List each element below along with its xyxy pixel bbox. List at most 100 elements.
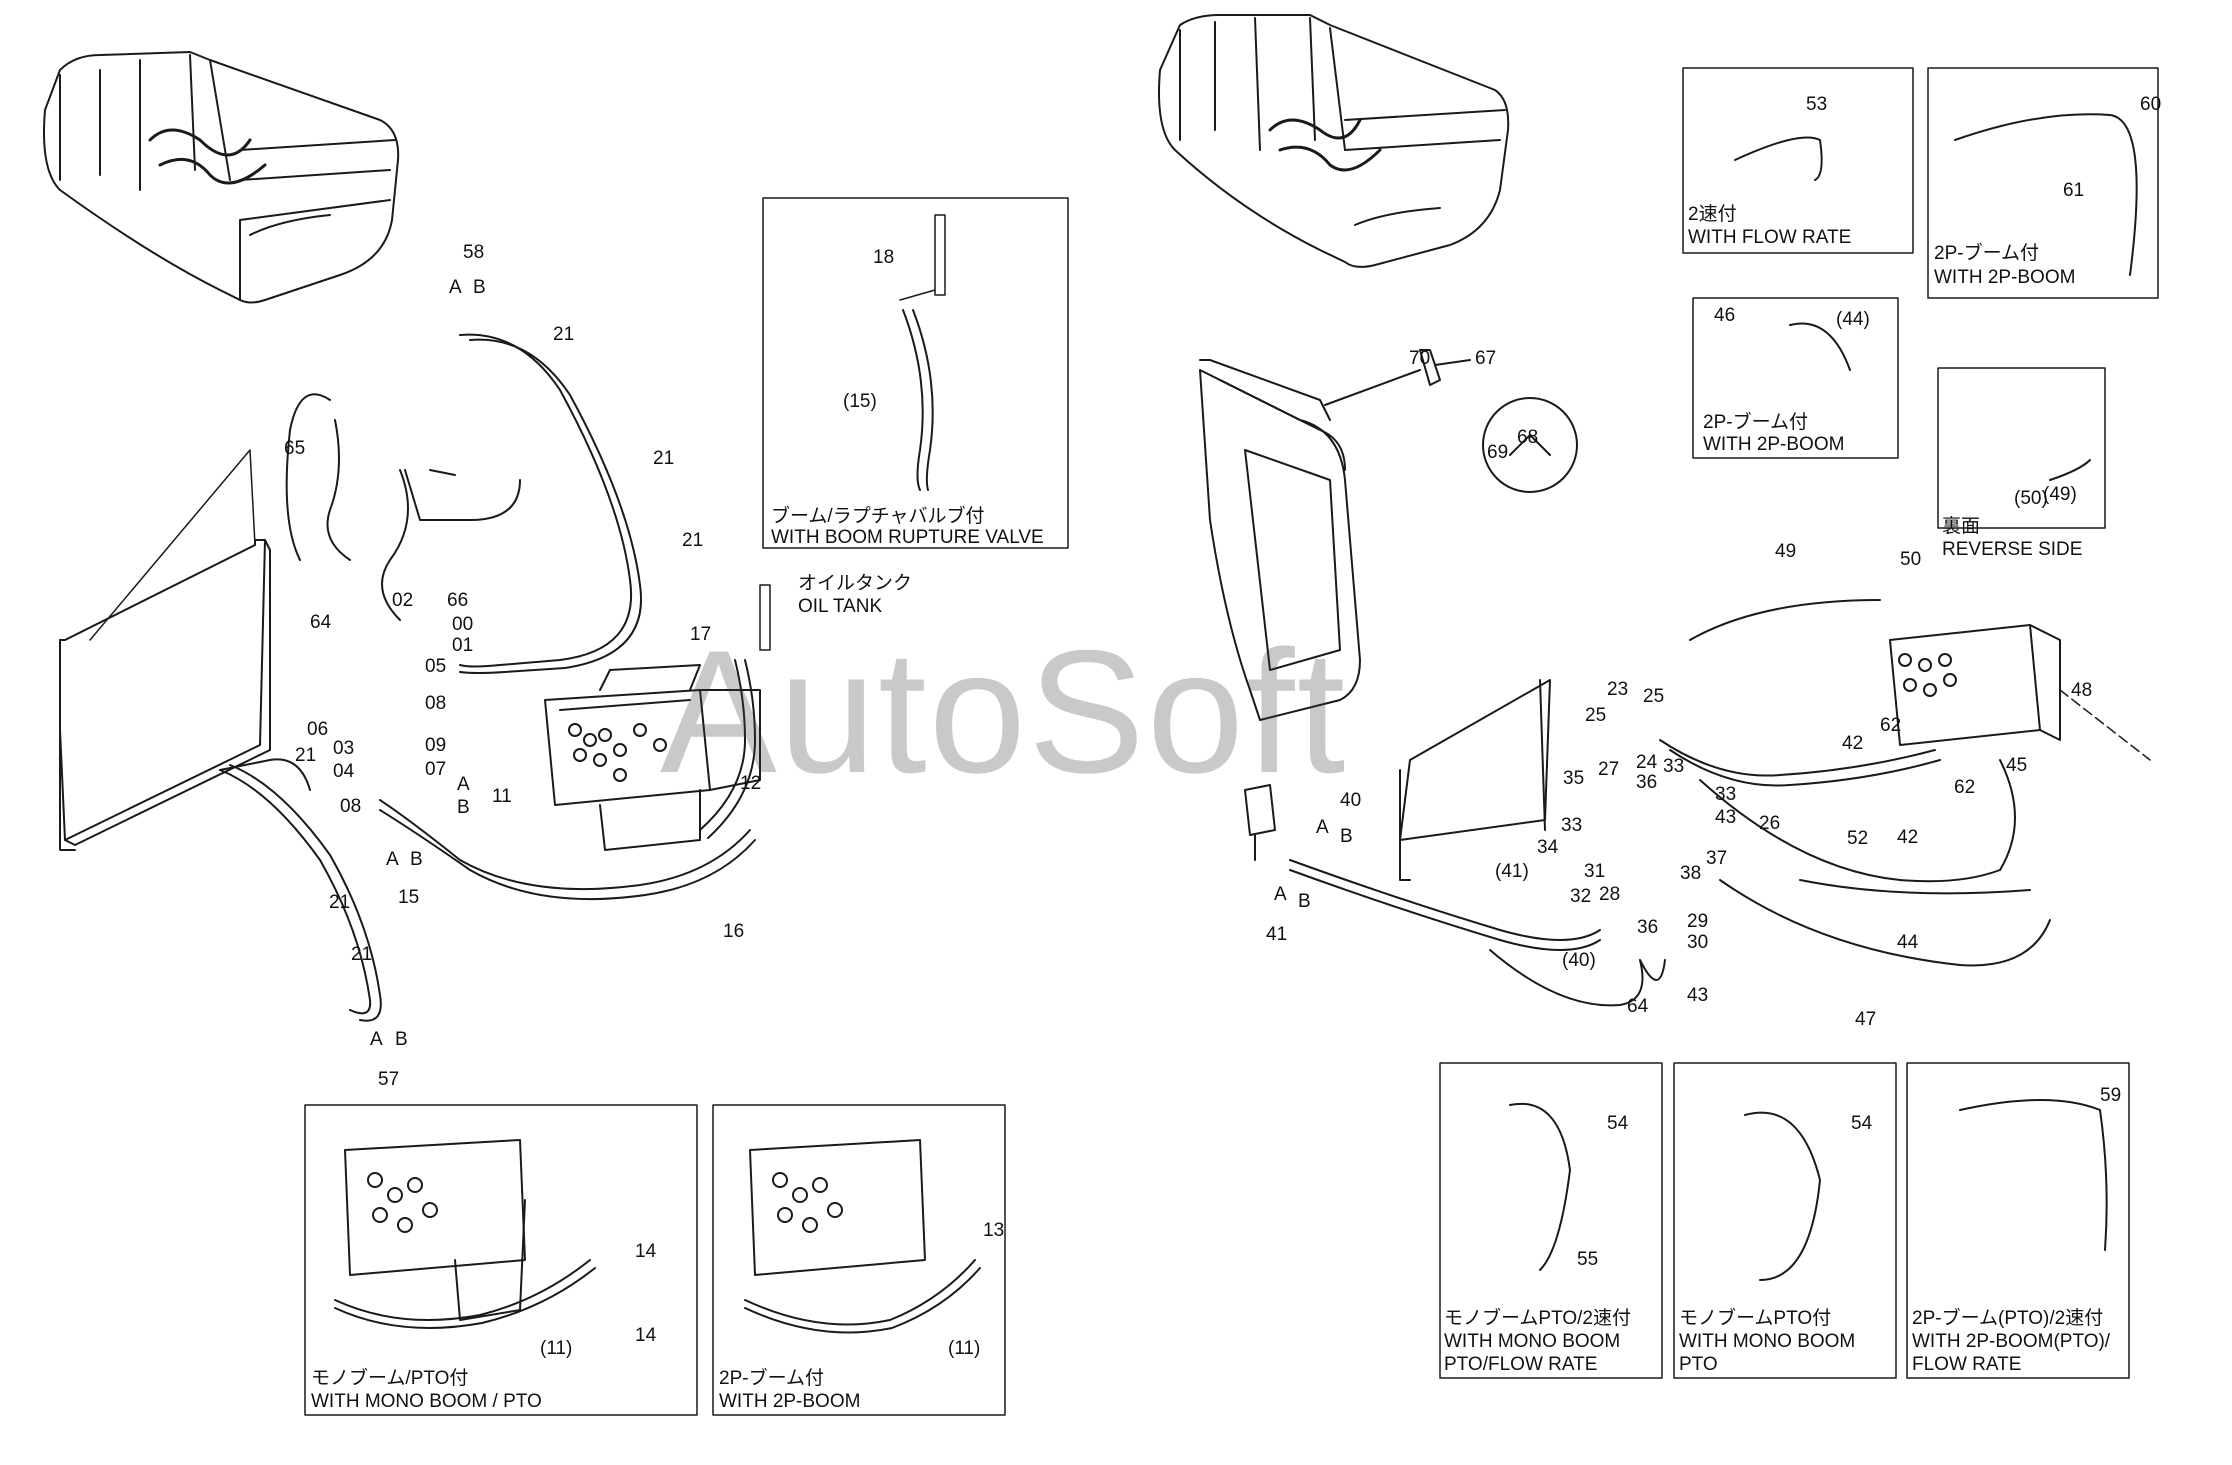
part-label: 68 [1517,427,1539,448]
part-label: 08 [425,693,447,714]
part-label: 29 [1687,911,1709,932]
part-label: 66 [447,590,469,611]
part-label: 26 [1759,813,1781,834]
part-label: 50 [1900,549,1922,570]
part-label: 07 [425,759,447,780]
part-label: 59 [2100,1085,2122,1106]
part-label: B [473,277,486,298]
part-label: 03 [333,738,355,759]
caption-mono-pto-flow-jp: モノブームPTO/2速付 [1444,1308,1631,1329]
part-label: 18 [873,247,895,268]
pilot-valve-right [1244,784,1276,861]
part-label: 31 [1584,861,1606,882]
inset-hoses [1509,113,2138,1281]
part-label: 24 [1636,752,1658,773]
cab-frame-right [1199,359,1421,721]
pilot-hoses-left [285,393,521,621]
part-label: 69 [1487,442,1509,463]
caption-2p-boom-c-en: WITH 2P-BOOM [1703,434,1845,455]
part-label: 21 [295,745,317,766]
inset-2p-boom [712,1104,1006,1416]
inset-2p-boom-pto-flow [1906,1062,2130,1379]
part-label: 52 [1847,828,1869,849]
part-label: 33 [1561,815,1583,836]
part-label: 16 [723,921,745,942]
caption-mono-pto2-en1: WITH MONO BOOM [1679,1331,1856,1352]
inset-mono-pto-flow [1439,1062,1663,1379]
caption-mono-pto-en: WITH MONO BOOM / PTO [311,1391,542,1412]
inset-mono-pto [1673,1062,1897,1379]
control-valve-left [544,664,761,851]
part-label: (44) [1836,309,1870,330]
part-label: 06 [307,719,329,740]
part-label: 30 [1687,932,1709,953]
part-label: 33 [1663,756,1685,777]
caption-flow-rate-jp: 2速付 [1688,204,1737,225]
caption-2p-boom-en: WITH 2P-BOOM [719,1391,861,1412]
part-label: 57 [378,1069,400,1090]
caption-boom-rupture-jp: ブーム/ラプチャバルブ付 [771,506,985,527]
part-label: 54 [1607,1113,1629,1134]
watermark: AutoSoft [660,615,1348,810]
part-label: 36 [1636,772,1658,793]
part-label: 21 [553,324,575,345]
part-label: 48 [2071,680,2093,701]
caption-oil-tank-jp: オイルタンク [798,573,913,594]
part-label: 05 [425,656,447,677]
part-label: A [1274,884,1287,905]
part-label: (40) [1562,950,1596,971]
caption-2p-boom-b-jp: 2P-ブーム付 [1934,243,2039,264]
part-label: 28 [1599,884,1621,905]
part-label: (50) [2014,488,2048,509]
part-label: 64 [1627,996,1649,1017]
excavator-body-right [1158,14,1510,268]
part-label: 08 [340,796,362,817]
part-label: 27 [1598,759,1620,780]
part-label: 02 [392,590,414,611]
part-label: 47 [1855,1009,1877,1030]
part-label: 60 [2140,94,2162,115]
part-label: (49) [2043,484,2077,505]
control-valve-right [1889,624,2151,761]
part-label: B [410,849,423,870]
part-label: 70 [1409,348,1431,369]
caption-mono-pto-flow-en1: WITH MONO BOOM [1444,1331,1621,1352]
cab-panel-right [1399,679,1551,881]
caption-2p-pto-flow-jp: 2P-ブーム(PTO)/2速付 [1912,1308,2104,1329]
part-label: B [1340,826,1353,847]
part-label: 46 [1714,305,1736,326]
caption-oil-tank-en: OIL TANK [798,596,883,617]
part-label: 58 [463,242,485,263]
inset-2p-boom-60 [1927,67,2159,299]
part-label: 53 [1806,94,1828,115]
part-label: 54 [1851,1113,1873,1134]
part-label: 41 [1266,924,1288,945]
part-label: A [1316,817,1329,838]
part-label: 62 [1880,715,1902,736]
valve-mono-pto [334,1139,596,1329]
part-label: (11) [540,1338,573,1359]
part-label: 21 [653,448,675,469]
part-label: A [370,1029,383,1050]
part-label: 12 [740,773,762,794]
hose-left-lower [219,758,756,1022]
part-label: 40 [1340,790,1362,811]
part-label: 64 [310,612,332,633]
part-label: 25 [1585,705,1607,726]
inset-2p-boom-46 [1692,297,1899,459]
part-label: A [449,277,462,298]
caption-2p-pto-flow-en2: FLOW RATE [1912,1354,2022,1375]
part-label: 17 [690,624,712,645]
hoses-right [1289,599,2051,1007]
bracket-67-70 [1419,349,1578,493]
part-label: B [395,1029,408,1050]
part-label: 35 [1563,768,1585,789]
part-label: 61 [2063,180,2085,201]
part-label: 37 [1706,848,1728,869]
part-label: 65 [284,438,306,459]
oil-tank-marker [699,584,771,839]
part-label: 34 [1537,837,1559,858]
caption-mono-pto2-jp: モノブームPTO付 [1679,1308,1832,1329]
caption-mono-pto-jp: モノブーム/PTO付 [311,1368,469,1389]
part-label: 00 [452,614,474,635]
